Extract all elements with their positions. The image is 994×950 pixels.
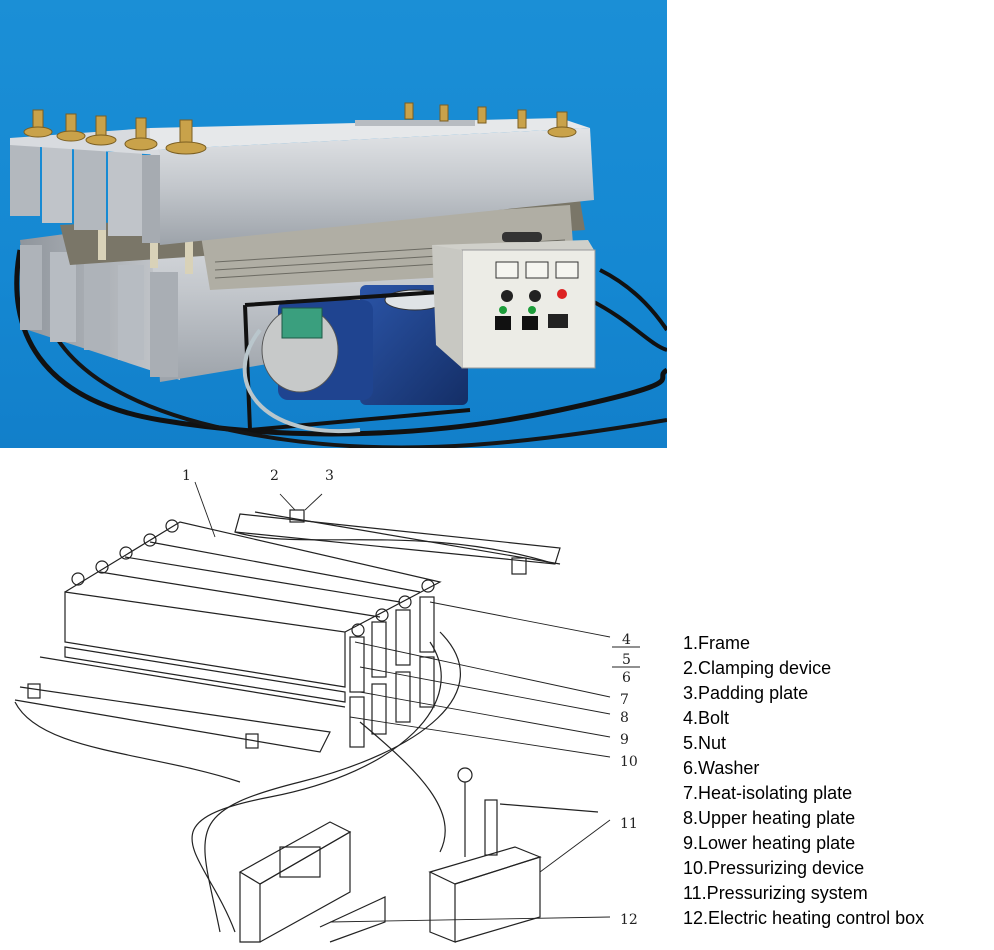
legend-item: 8.Upper heating plate: [683, 808, 856, 828]
legend-item: 10.Pressurizing device: [683, 858, 865, 878]
callout-9: 9: [620, 732, 629, 748]
pump-sketch: [428, 767, 599, 943]
callout-1: 1: [182, 468, 191, 484]
legend-item: 3.Padding plate: [683, 683, 809, 703]
callout-7: 7: [620, 692, 629, 708]
callout-5: 5: [622, 652, 631, 668]
control-box-sketch: [238, 821, 386, 943]
legend-item: 5.Nut: [683, 733, 727, 753]
callout-4: 4: [622, 632, 631, 648]
callout-2: 2: [270, 468, 279, 484]
callout-11: 11: [620, 816, 638, 832]
upper-beams: [10, 118, 594, 245]
callout-12: 12: [620, 912, 638, 928]
legend-item: 1.Frame: [683, 633, 751, 653]
legend-item: 7.Heat-isolating plate: [683, 783, 853, 803]
legend-item: 12.Electric heating control box: [683, 908, 925, 928]
top-bolts: [23, 102, 577, 155]
legend-item: 9.Lower heating plate: [683, 833, 856, 853]
control-box: [432, 232, 596, 369]
legend-item: 6.Washer: [683, 758, 760, 778]
machine-photo-illustration: [10, 102, 667, 448]
callout-6: 6: [622, 670, 631, 686]
machine-photo: [0, 0, 667, 448]
legend-item: 11.Pressurizing system: [683, 883, 868, 903]
callout-10: 10: [620, 754, 638, 770]
legend-item: 2.Clamping device: [683, 658, 832, 678]
parts-legend: 1.Frame 2.Clamping device 3.Padding plat…: [683, 631, 988, 931]
schematic-drawing: 1 2 3 4 5 6 7 8 9 10 11 12: [0, 452, 680, 950]
schematic-line-art: 1 2 3 4 5 6 7 8 9 10 11 12: [14, 468, 640, 943]
callout-8: 8: [620, 710, 629, 726]
legend-item: 4.Bolt: [683, 708, 730, 728]
callout-3: 3: [325, 468, 334, 484]
